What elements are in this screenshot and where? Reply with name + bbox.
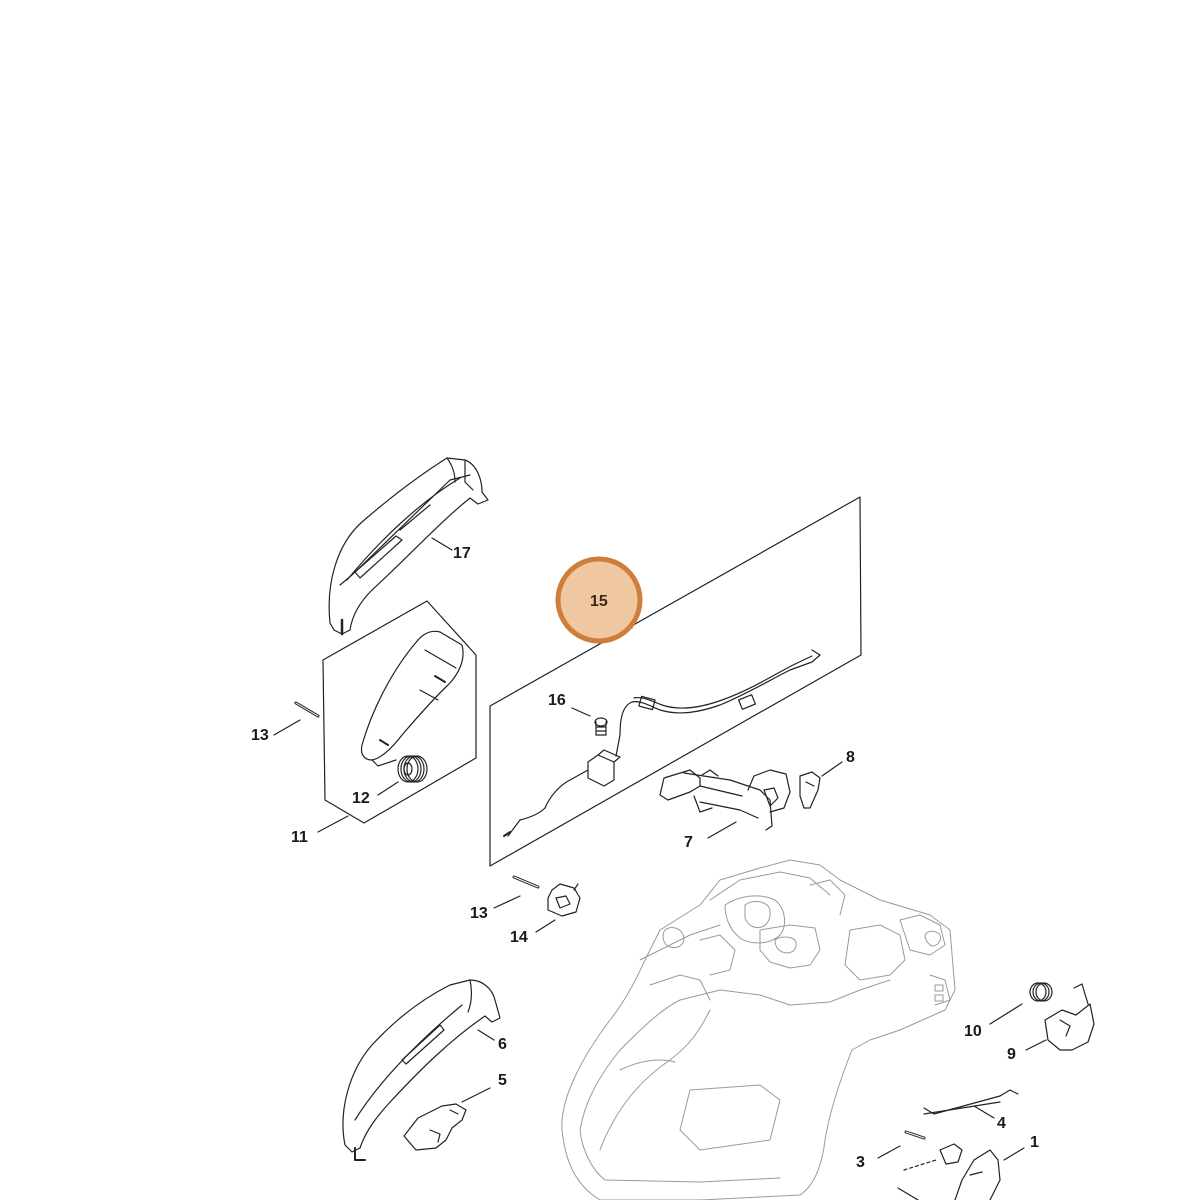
- leader-3: [877, 1145, 901, 1159]
- part-7-linkage[interactable]: [659, 769, 791, 831]
- leader-12: [377, 781, 399, 796]
- highlighted-callout-15[interactable]: 15: [590, 593, 608, 610]
- main-housing: [561, 859, 956, 1200]
- leader-5: [461, 1087, 491, 1103]
- callout-14[interactable]: 14: [510, 929, 528, 946]
- part-5-lever[interactable]: [403, 1103, 467, 1151]
- leader-10: [989, 1003, 1023, 1025]
- part-6-handle[interactable]: [342, 979, 501, 1161]
- part-3-pin[interactable]: [904, 1130, 926, 1140]
- part-10-spring[interactable]: [1029, 982, 1053, 1002]
- part-14-mechanism[interactable]: [547, 883, 581, 917]
- leader-11: [317, 815, 349, 833]
- part-4-rod[interactable]: [923, 1089, 1019, 1115]
- leader-13-lower: [493, 895, 521, 909]
- part-13-pin-lower[interactable]: [512, 875, 540, 889]
- callout-3[interactable]: 3: [856, 1154, 865, 1171]
- leader-7: [707, 821, 737, 839]
- callout-5[interactable]: 5: [498, 1072, 507, 1089]
- part-12-spring[interactable]: [397, 755, 428, 783]
- part-1-lockout[interactable]: [939, 1143, 1001, 1200]
- part-2-fragment: [897, 1159, 937, 1200]
- part-13-pin-upper[interactable]: [294, 701, 320, 718]
- part-11-grip[interactable]: [360, 630, 464, 767]
- callout-12[interactable]: 12: [352, 790, 370, 807]
- leader-9: [1025, 1039, 1047, 1051]
- leader-14: [535, 919, 556, 933]
- callout-13-upper[interactable]: 13: [251, 727, 269, 744]
- callout-7[interactable]: 7: [684, 834, 693, 851]
- callout-10[interactable]: 10: [964, 1023, 982, 1040]
- leader-4: [973, 1105, 995, 1119]
- callout-16[interactable]: 16: [548, 692, 566, 709]
- highlight-marker[interactable]: [555, 556, 643, 644]
- leader-8: [821, 761, 843, 777]
- callout-11[interactable]: 11: [291, 829, 308, 846]
- part-9-trigger[interactable]: [1044, 983, 1095, 1051]
- callout-9[interactable]: 9: [1007, 1046, 1016, 1063]
- group-11-frame: [322, 600, 477, 824]
- leader-1: [1003, 1147, 1025, 1161]
- callout-4[interactable]: 4: [997, 1115, 1006, 1132]
- part-8-lever[interactable]: [799, 771, 821, 809]
- part-15-cable[interactable]: [503, 649, 821, 837]
- callout-1[interactable]: 1: [1030, 1134, 1039, 1151]
- callout-8[interactable]: 8: [846, 749, 855, 766]
- leader-13-upper: [273, 719, 301, 736]
- leader-17: [431, 537, 453, 551]
- part-17-handle[interactable]: [328, 457, 489, 636]
- callout-17[interactable]: 17: [453, 545, 471, 562]
- leader-16: [571, 707, 591, 717]
- group-15-frame: [489, 496, 862, 867]
- callout-13-lower[interactable]: 13: [470, 905, 488, 922]
- part-16-screw[interactable]: [594, 717, 608, 736]
- callout-6[interactable]: 6: [498, 1036, 507, 1053]
- leader-6: [477, 1029, 495, 1041]
